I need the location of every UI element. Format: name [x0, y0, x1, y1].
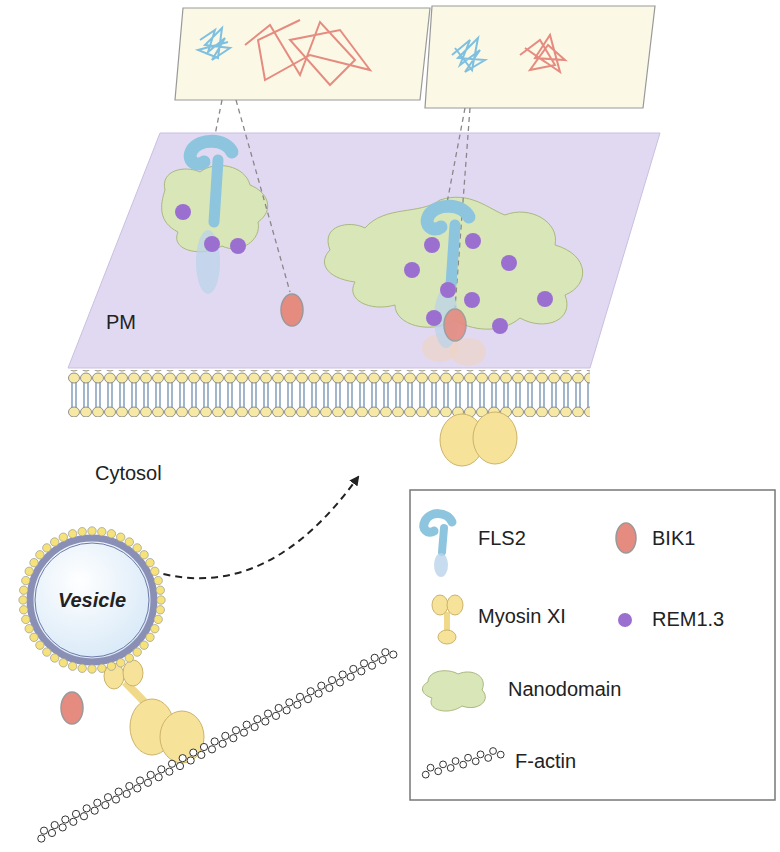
node-label: Vesicle — [58, 589, 126, 612]
vesicle-node: Vesicle — [20, 528, 164, 672]
legend-myosin-icon — [444, 612, 450, 632]
legend-myosin-icon — [447, 595, 463, 615]
legend-label: Myosin XI — [478, 605, 566, 628]
legend-box — [410, 490, 775, 800]
f-actin-filament — [38, 649, 397, 843]
legend-fls2-icon — [434, 553, 448, 577]
fls2-trajectory — [452, 38, 485, 72]
region-label: Cytosol — [95, 462, 162, 485]
legend-label: REM1.3 — [652, 608, 724, 631]
fls2-trajectory — [198, 28, 230, 60]
membrane-node: PM — [68, 133, 660, 473]
legend-myosin-icon — [438, 630, 456, 644]
legend-rem-icon — [618, 613, 632, 627]
legend-actin-icon — [422, 748, 504, 778]
legend-nanodomain-icon — [422, 671, 485, 711]
transport-arrow — [163, 477, 358, 578]
legend-label: FLS2 — [478, 527, 526, 550]
legend-fls2-icon — [442, 528, 444, 552]
trajectory-inset — [425, 6, 655, 108]
legend-bik1-icon — [616, 523, 636, 553]
plasma-membrane-plane — [68, 133, 660, 473]
legend-label: Nanodomain — [508, 678, 621, 701]
trajectory-inset — [175, 8, 430, 100]
legend-myosin-icon — [432, 595, 448, 615]
node-label: PM — [106, 311, 136, 334]
myosin-head — [123, 660, 143, 686]
myosin-motor — [160, 711, 204, 763]
bik1-trajectory — [520, 35, 565, 72]
legend-label: F-actin — [515, 750, 576, 773]
legend-label: BIK1 — [652, 527, 695, 550]
bik1-protein — [61, 692, 83, 724]
bik1-trajectory — [245, 20, 370, 85]
